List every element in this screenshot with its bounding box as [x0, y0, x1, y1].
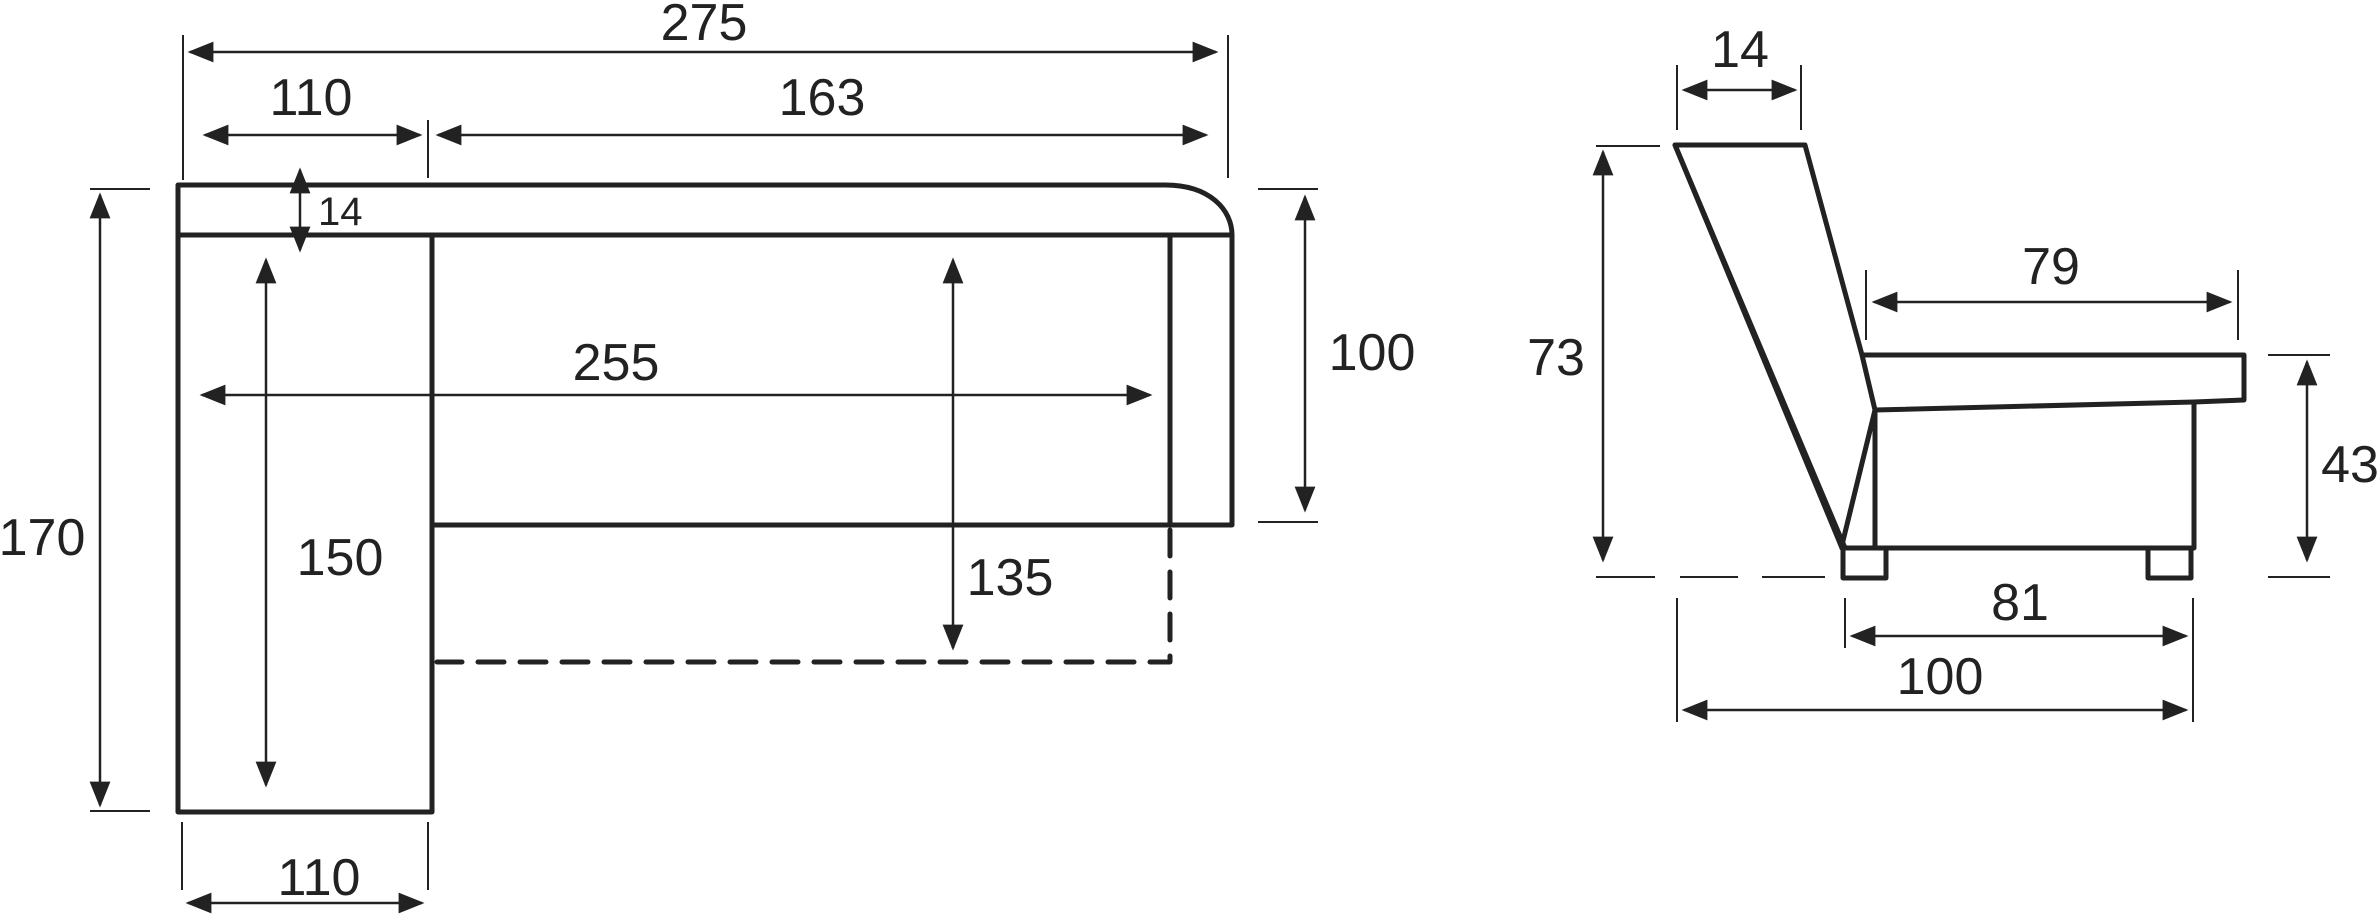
label-long-width: 163: [779, 69, 866, 127]
label-side-base-width: 81: [1991, 574, 2049, 632]
sofa-outline: [175, 182, 1235, 815]
label-bottom-width: 110: [278, 849, 361, 907]
foot-right: [2145, 545, 2194, 581]
foot-left: [1840, 545, 1889, 581]
side-view-extension-lines: [1596, 65, 2330, 722]
side-view-labels: 14 79 73 43 81 100: [1527, 21, 2379, 706]
backrest-lower-edge: [1672, 142, 1845, 551]
top-view-labels: 275 110 163 14 255 170 100 150 135 110: [0, 0, 1415, 907]
label-back-thickness: 14: [318, 190, 363, 234]
label-side-back-thickness: 14: [1711, 21, 1769, 79]
label-corner-seat-length: 150: [297, 529, 384, 587]
label-seat-length: 255: [573, 334, 660, 392]
label-side-total-depth: 100: [1897, 648, 1984, 706]
side-view-dimension-lines: [1592, 79, 2318, 721]
label-unfolded-depth: 135: [967, 549, 1054, 607]
top-view-extension-lines: [90, 35, 1318, 890]
label-corner-width: 110: [270, 69, 353, 127]
side-view: [1672, 142, 2247, 581]
label-side-seat-depth: 79: [2022, 238, 2080, 296]
top-view-dimension-lines: [89, 41, 1316, 914]
label-side-seat-height: 43: [2321, 436, 2379, 494]
top-view: [175, 182, 1235, 815]
label-total-depth: 170: [0, 509, 85, 567]
label-seat-depth: 100: [1329, 324, 1416, 382]
base-body: [1872, 399, 2197, 551]
backrest-inner-edge: [1859, 352, 1878, 413]
label-side-height: 73: [1527, 329, 1585, 387]
unfolded-bed-outline: [434, 527, 1173, 665]
label-overall-width: 275: [661, 0, 748, 52]
